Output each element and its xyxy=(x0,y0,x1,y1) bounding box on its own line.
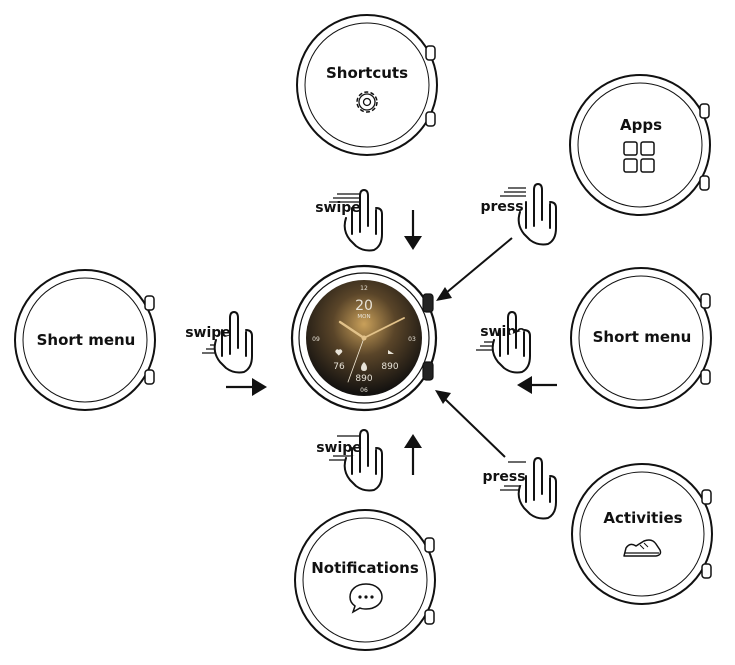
arrow-diagonal-bottom xyxy=(435,390,506,458)
watch-apps[interactable]: Apps xyxy=(569,74,711,216)
tick-12: 12 xyxy=(360,285,368,292)
arrow-left xyxy=(517,376,557,394)
gesture-swipe-left: swipe xyxy=(476,311,531,374)
gesture-swipe-up-label: swipe xyxy=(316,440,362,456)
watch-activities[interactable]: Activities xyxy=(571,463,713,605)
chat-bubble-icon xyxy=(349,583,383,614)
gesture-press-bottom: press xyxy=(482,457,557,520)
hand-icon xyxy=(491,311,531,374)
gesture-swipe-down: swipe xyxy=(315,189,383,252)
arrow-diagonal-top xyxy=(436,237,513,301)
arrow-up xyxy=(404,434,422,475)
motion-lines xyxy=(329,193,360,203)
gesture-press-top-label: press xyxy=(480,199,523,215)
flame-icon xyxy=(361,362,367,371)
heart-icon xyxy=(335,349,343,356)
watch-shortcuts-label: Shortcuts xyxy=(326,64,408,82)
date-number: 20 xyxy=(355,298,373,314)
gesture-swipe-down-label: swipe xyxy=(315,200,361,216)
watch-short-menu-left-label: Short menu xyxy=(37,331,136,349)
gesture-swipe-right-label: swipe xyxy=(185,325,231,341)
steps-icon xyxy=(388,350,394,354)
center-watch[interactable]: 12 03 06 09 20 MON 76 890 890 xyxy=(290,264,438,412)
shoe-icon xyxy=(623,539,662,557)
calories-value: 890 xyxy=(381,362,398,372)
gesture-press-top: press xyxy=(480,183,557,246)
watch-notifications[interactable]: Notifications xyxy=(294,509,436,651)
gear-icon xyxy=(356,91,378,113)
second-hand xyxy=(347,337,365,383)
motion-lines xyxy=(500,187,526,197)
day-label: MON xyxy=(357,314,370,320)
hand-icon xyxy=(213,311,253,374)
grid-icon xyxy=(623,141,655,173)
watch-apps-label: Apps xyxy=(620,116,662,134)
hand-icon xyxy=(517,183,557,246)
watch-activities-label: Activities xyxy=(603,509,682,527)
watch-short-menu-right-label: Short menu xyxy=(593,328,692,346)
gesture-swipe-up: swipe xyxy=(316,429,383,492)
tick-3: 03 xyxy=(408,336,416,343)
hand-icon xyxy=(517,457,557,520)
arrow-right xyxy=(226,378,267,396)
heart-value: 76 xyxy=(333,362,345,372)
watch-shortcuts[interactable]: Shortcuts xyxy=(296,14,438,156)
watch-notifications-label: Notifications xyxy=(311,559,419,577)
watch-short-menu-right[interactable]: Short menu xyxy=(570,267,712,409)
tick-9: 09 xyxy=(312,336,320,343)
minute-hand xyxy=(363,317,405,339)
hour-hand xyxy=(338,320,366,340)
arrow-down xyxy=(404,210,422,250)
gesture-press-bottom-label: press xyxy=(482,469,525,485)
gesture-swipe-right: swipe xyxy=(185,311,253,374)
steps-value: 890 xyxy=(355,374,372,384)
tick-6: 06 xyxy=(360,387,368,394)
watch-short-menu-left[interactable]: Short menu xyxy=(14,269,156,411)
